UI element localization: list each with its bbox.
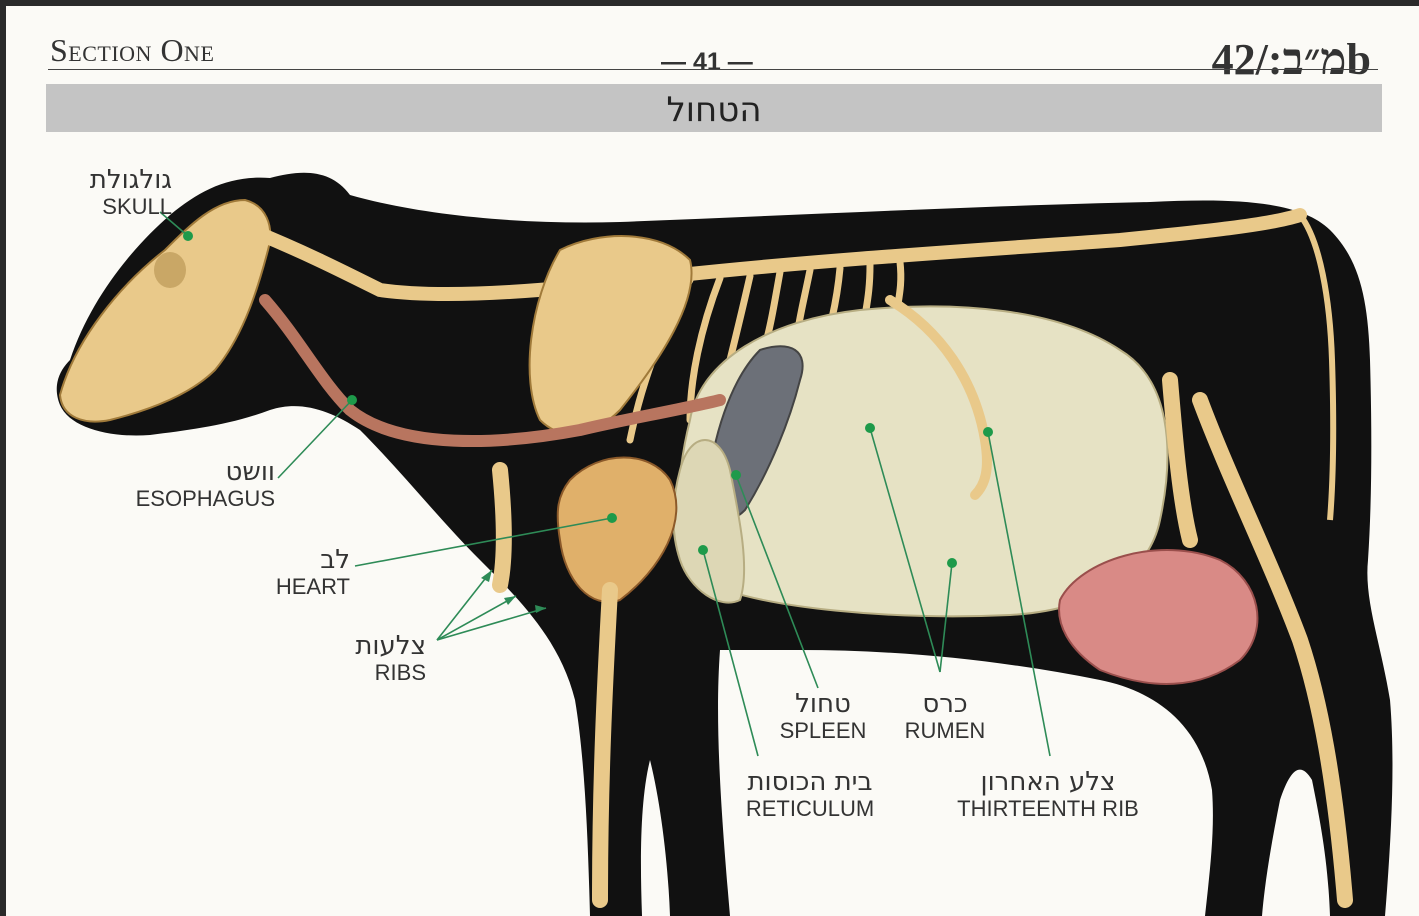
esophagus-leader [278, 400, 352, 478]
label-skull-en: SKULL [60, 194, 172, 220]
label-esophagus: וושט ESOPHAGUS [110, 458, 275, 512]
rumen-dot-1 [865, 423, 875, 433]
label-reticulum-en: RETICULUM [720, 796, 900, 822]
label-ribs: צלעות RIBS [310, 632, 426, 686]
esophagus-dot [347, 395, 357, 405]
label-skull-he: גולגולת [60, 166, 172, 194]
ribs-leader-1 [437, 570, 492, 640]
eye-socket [154, 252, 186, 288]
label-reticulum: בית הכוסות RETICULUM [720, 768, 900, 822]
label-reticulum-he: בית הכוסות [720, 768, 900, 796]
skull-dot [183, 231, 193, 241]
heart-dot [607, 513, 617, 523]
label-esophagus-he: וושט [110, 458, 275, 486]
label-spleen-en: SPLEEN [768, 718, 878, 744]
label-rumen-en: RUMEN [890, 718, 1000, 744]
ribs-leader-3 [437, 608, 546, 640]
label-spleen-he: טחול [768, 690, 878, 718]
thirteenth-rib-dot [983, 427, 993, 437]
label-spleen: טחול SPLEEN [768, 690, 878, 744]
label-thirteenth-rib-en: THIRTEENTH RIB [948, 796, 1148, 822]
label-skull: גולגולת SKULL [60, 166, 172, 220]
rumen-dot-2 [947, 558, 957, 568]
rib-arrow-2 [504, 596, 516, 605]
label-rumen-he: כרס [890, 690, 1000, 718]
label-thirteenth-rib: צלע האחרון THIRTEENTH RIB [948, 768, 1148, 822]
spleen-dot [731, 470, 741, 480]
label-rumen: כרס RUMEN [890, 690, 1000, 744]
reticulum-dot [698, 545, 708, 555]
label-heart-en: HEART [250, 574, 350, 600]
label-heart-he: לב [250, 546, 350, 574]
label-thirteenth-rib-he: צלע האחרון [948, 768, 1148, 796]
label-heart: לב HEART [250, 546, 350, 600]
label-ribs-he: צלעות [310, 632, 426, 660]
rib-arrow-1 [481, 570, 492, 582]
label-ribs-en: RIBS [310, 660, 426, 686]
label-esophagus-en: ESOPHAGUS [110, 486, 275, 512]
ribs-leader-2 [437, 596, 516, 640]
